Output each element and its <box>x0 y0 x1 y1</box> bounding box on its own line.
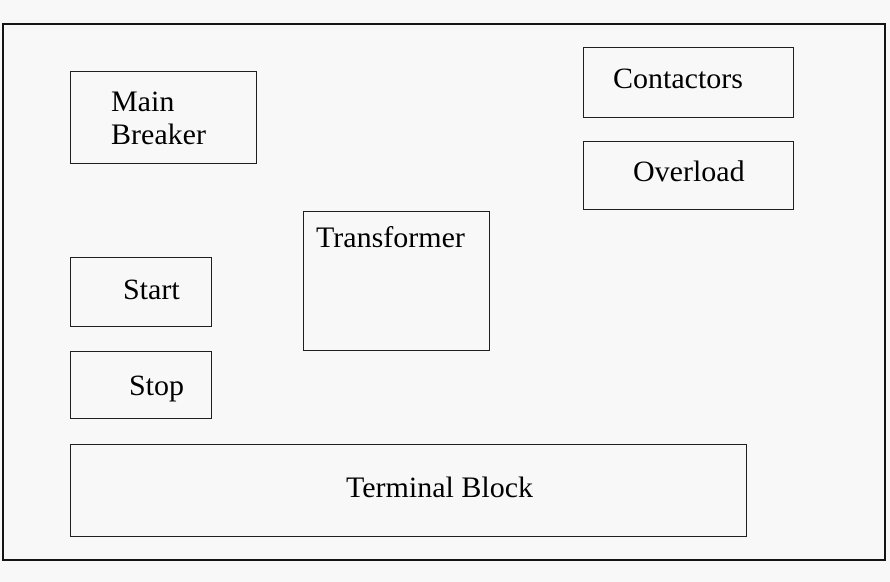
main-breaker-box: Main Breaker <box>70 71 257 164</box>
panel-enclosure-outline <box>2 23 886 561</box>
transformer-box: Transformer <box>303 211 490 351</box>
overload-box: Overload <box>583 141 794 210</box>
terminal-block-box: Terminal Block <box>70 444 747 537</box>
start-button-box: Start <box>70 257 212 327</box>
contactors-box: Contactors <box>583 47 794 118</box>
stop-button-box: Stop <box>70 351 212 419</box>
